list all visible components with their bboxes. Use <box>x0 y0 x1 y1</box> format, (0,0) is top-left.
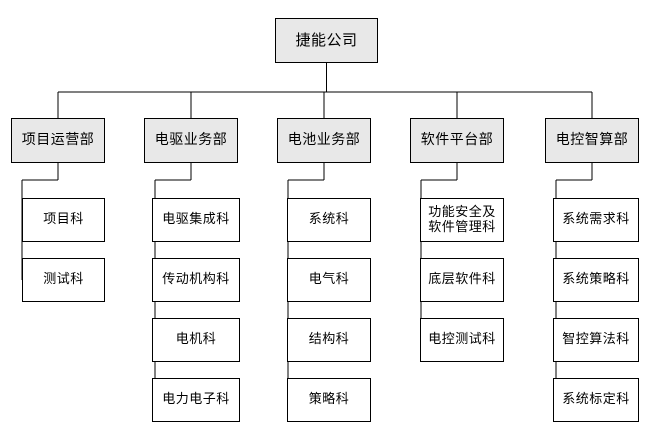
org-node-section-5-3[interactable]: 智控算法科 <box>553 318 639 362</box>
node-label: 底层软件科 <box>428 272 496 288</box>
org-node-section-3-1[interactable]: 系统科 <box>287 198 371 242</box>
org-node-section-3-3[interactable]: 结构科 <box>287 318 371 362</box>
org-node-department-5[interactable]: 电控智算部 <box>545 118 639 163</box>
node-label: 智控算法科 <box>562 332 630 348</box>
org-node-section-5-2[interactable]: 系统策略科 <box>553 258 639 302</box>
node-label: 捷能公司 <box>295 30 358 49</box>
org-node-section-5-4[interactable]: 系统标定科 <box>553 378 639 422</box>
org-node-section-2-2[interactable]: 传动机构科 <box>152 258 240 302</box>
node-label: 电控智算部 <box>555 132 629 149</box>
node-label: 传动机构科 <box>162 272 230 288</box>
org-node-section-1-1[interactable]: 项目科 <box>22 198 105 242</box>
node-label: 策略科 <box>308 392 350 408</box>
node-label: 系统标定科 <box>562 392 630 408</box>
node-label: 系统策略科 <box>562 272 630 288</box>
org-node-section-3-4[interactable]: 策略科 <box>287 378 371 422</box>
node-label: 项目科 <box>43 212 84 228</box>
org-node-section-2-1[interactable]: 电驱集成科 <box>152 198 240 242</box>
org-node-department-3[interactable]: 电池业务部 <box>277 118 371 163</box>
node-label: 电气科 <box>308 272 350 288</box>
node-label: 电池业务部 <box>287 132 361 149</box>
node-label: 功能安全及 软件管理科 <box>428 204 496 235</box>
node-label: 结构科 <box>308 332 350 348</box>
org-node-section-4-1[interactable]: 功能安全及 软件管理科 <box>420 198 504 242</box>
org-node-section-1-2[interactable]: 测试科 <box>22 258 105 302</box>
node-label: 系统科 <box>308 212 350 228</box>
node-label: 软件平台部 <box>420 132 494 149</box>
org-node-root[interactable]: 捷能公司 <box>275 18 378 63</box>
org-node-section-2-3[interactable]: 电机科 <box>152 318 240 362</box>
org-node-department-4[interactable]: 软件平台部 <box>410 118 504 163</box>
org-node-department-2[interactable]: 电驱业务部 <box>144 118 238 163</box>
org-node-section-2-4[interactable]: 电力电子科 <box>152 378 240 422</box>
node-label: 电驱业务部 <box>154 132 228 149</box>
node-label: 系统需求科 <box>562 212 630 228</box>
node-label: 电力电子科 <box>162 392 230 408</box>
org-node-section-4-2[interactable]: 底层软件科 <box>420 258 504 302</box>
org-node-section-4-3[interactable]: 电控测试科 <box>420 318 504 362</box>
node-label: 项目运营部 <box>21 132 95 149</box>
node-label: 电机科 <box>175 332 217 348</box>
node-label: 电驱集成科 <box>162 212 230 228</box>
org-node-section-5-1[interactable]: 系统需求科 <box>553 198 639 242</box>
node-label: 电控测试科 <box>428 332 496 348</box>
org-node-department-1[interactable]: 项目运营部 <box>11 118 105 163</box>
node-label: 测试科 <box>43 272 84 288</box>
org-node-section-3-2[interactable]: 电气科 <box>287 258 371 302</box>
